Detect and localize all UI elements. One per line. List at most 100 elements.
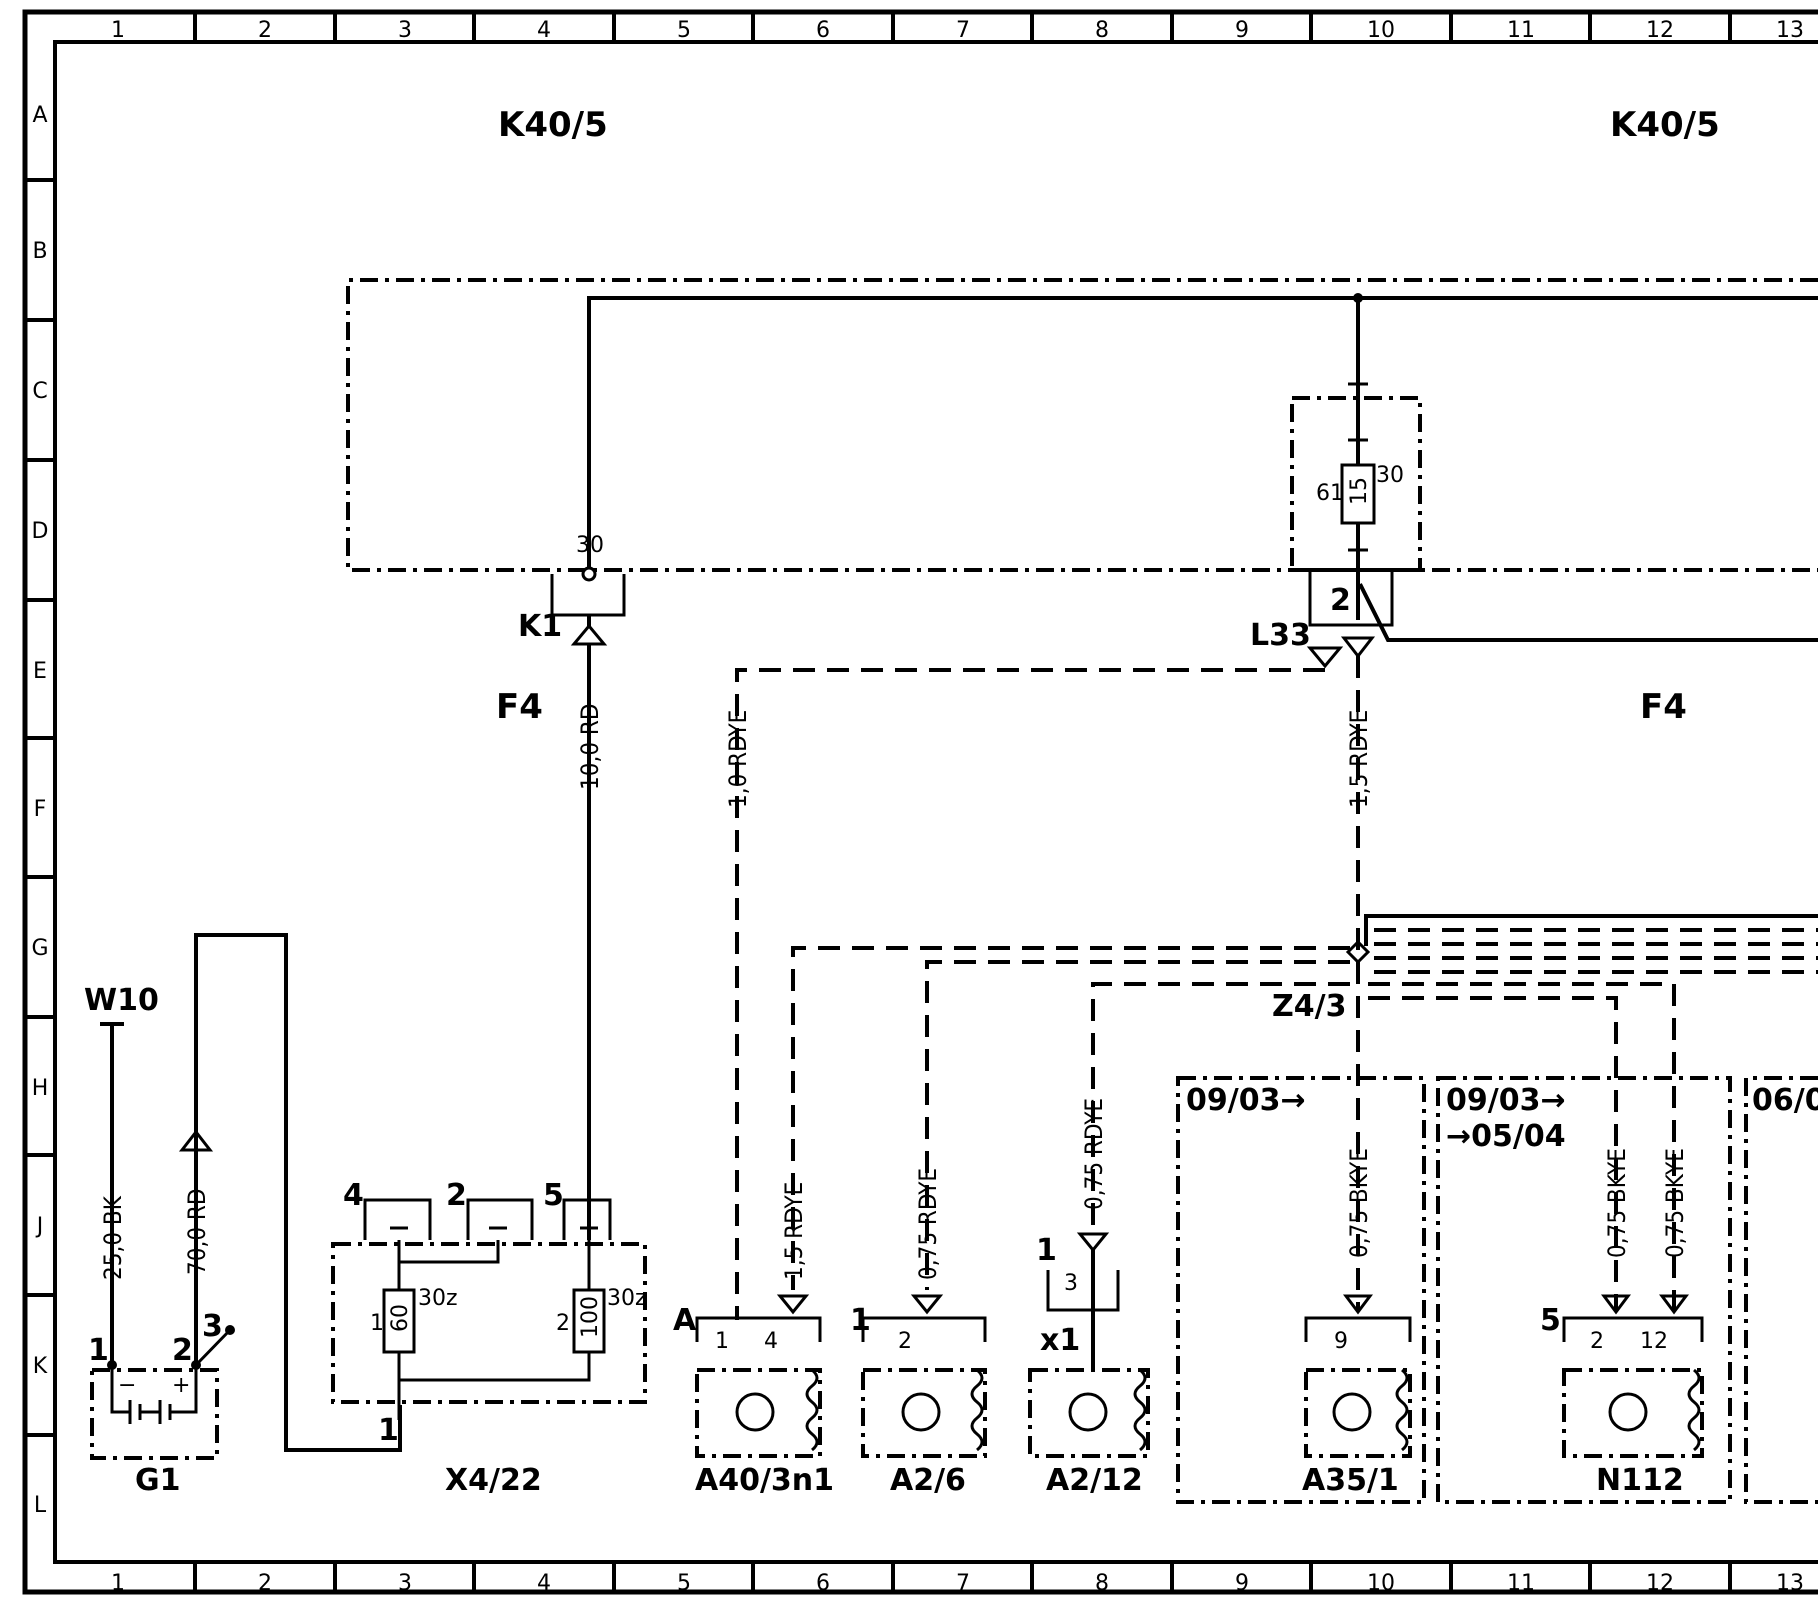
col-label: 1: [111, 18, 125, 43]
a26-connector: [861, 1316, 987, 1342]
f4-label-left: F4: [496, 687, 543, 727]
a40-connector: [695, 1316, 822, 1342]
w10-label: W10: [84, 983, 159, 1018]
col-label: 4: [537, 1571, 551, 1596]
fuse-15-label: 15: [1347, 477, 1372, 505]
a40-pin-1: 1: [715, 1329, 729, 1354]
third-date-enclosure: [1744, 1076, 1818, 1504]
wire-25bk-label: 25,0 BK: [99, 1195, 127, 1280]
a26-plug-icon: [910, 1294, 944, 1315]
a35-date-enclosure: [1176, 1076, 1426, 1504]
col-label: 11: [1507, 18, 1535, 43]
row-label: A: [32, 103, 47, 128]
a26-transistor-icon: [901, 1392, 941, 1432]
wire-1-0-rdye: [735, 668, 1325, 1320]
x4-pin-4: 4: [343, 1178, 364, 1213]
wire-1-5-rdye-top-label: 1,5 RDYE: [1345, 710, 1373, 808]
a40-coil-icon: [805, 1368, 819, 1452]
row-label: L: [34, 1493, 47, 1518]
date-0903-a35: 09/03→: [1186, 1083, 1306, 1118]
n112-coil-icon: [1687, 1368, 1701, 1452]
z4-3-label: Z4/3: [1272, 989, 1346, 1024]
a212-coil-icon: [1133, 1368, 1147, 1452]
a26-pin-1: 1: [850, 1303, 871, 1338]
x4-pin-2: 2: [446, 1178, 467, 1213]
fuse-plug-icon: [1340, 636, 1376, 659]
a35-coil-icon: [1395, 1368, 1409, 1452]
pin-30-terminal: [581, 566, 597, 582]
col-label: 8: [1095, 18, 1109, 43]
col-label: 10: [1367, 1571, 1395, 1596]
wire-075-bkye-a35-label: 0,75 BKYE: [1345, 1148, 1373, 1258]
a26-coil-icon: [970, 1368, 984, 1452]
a212-enclosure: [1028, 1368, 1150, 1458]
a35-transistor-icon: [1332, 1392, 1372, 1432]
x4-pin-30z-2: 30z: [607, 1286, 647, 1311]
col-label: 10: [1367, 18, 1395, 43]
wire-075-bkye-n1-label: 0,75 BKYE: [1603, 1148, 1631, 1258]
pin-30b-label: 30: [1376, 463, 1404, 488]
wire-1-0-rdye-label: 1,0 RDYE: [724, 710, 752, 808]
wire-10rd-label: 10,0 RD: [576, 703, 604, 790]
row-label: D: [32, 519, 49, 544]
wire-075-rdye-a26-label: 0,75 RDYE: [914, 1168, 942, 1280]
a2-6-label: A2/6: [890, 1463, 966, 1498]
row-label: K: [33, 1354, 48, 1379]
splice-wire-a212: [1091, 982, 1350, 1234]
k40-5-label-right: K40/5: [1610, 105, 1720, 145]
row-label: E: [33, 659, 47, 684]
x4-22-connectors: [363, 1198, 612, 1240]
a26-pin-2: 2: [898, 1329, 912, 1354]
grid-rows: [25, 178, 55, 1437]
pin-61-label: 61: [1316, 481, 1344, 506]
g1-terminal-3: [225, 1325, 235, 1335]
a40-pin-4: 4: [764, 1329, 778, 1354]
splice-bus-right-2: [1374, 928, 1818, 974]
k40-5-enclosure: [346, 278, 1818, 572]
row-label: B: [32, 239, 47, 264]
x4-pin-100: 100: [578, 1296, 603, 1338]
top-bus-wire: [587, 296, 1818, 570]
splice-bus-right: [1364, 914, 1818, 946]
l33-label: L33: [1250, 618, 1311, 653]
col-label: 5: [677, 18, 691, 43]
n112-transistor-icon: [1608, 1392, 1648, 1432]
grid-column-labels-top: 1 2 3 4 5 6 7 8 9 10 11 12 13: [111, 18, 1804, 43]
col-label: 9: [1235, 1571, 1249, 1596]
col-label: 2: [258, 1571, 272, 1596]
date-0903-n112: 09/03→: [1446, 1083, 1566, 1118]
wire-075-rdye-a212-label: 0,75 RDYE: [1080, 1098, 1108, 1210]
col-label: 9: [1235, 18, 1249, 43]
x4-22-fuse-60: [382, 1288, 416, 1354]
inner-frame: [53, 40, 1818, 1564]
col-label: 3: [398, 18, 412, 43]
g1-terminal-1: [107, 1360, 117, 1370]
x4-pin-2b: 2: [556, 1311, 570, 1336]
col-label: 5: [677, 1571, 691, 1596]
col-label: 6: [816, 18, 830, 43]
x4-pin-30z-1: 30z: [418, 1286, 458, 1311]
k40-5-label-left: K40/5: [498, 105, 608, 145]
fuse-connector-bottom: [1308, 572, 1394, 627]
col-label: 6: [816, 1571, 830, 1596]
row-label: G: [31, 936, 48, 961]
x4-pin-60: 60: [388, 1304, 413, 1332]
x4-pin-5: 5: [543, 1178, 564, 1213]
splice-wire-n112a: [1368, 996, 1618, 1310]
col-label: 7: [956, 1571, 970, 1596]
wire-075-bkye-n2-label: 0,75 BKYE: [1661, 1148, 1689, 1258]
a212-plug-icon: [1076, 1232, 1110, 1253]
a40-plug-icon: [776, 1294, 810, 1315]
col-label: 2: [258, 18, 272, 43]
a40-3n1-label: A40/3n1: [695, 1463, 834, 1498]
col-label: 13: [1776, 18, 1804, 43]
a212-pin-1: 1: [1036, 1233, 1057, 1268]
col-label: 12: [1646, 1571, 1674, 1596]
row-label: J: [35, 1214, 44, 1239]
x1-label: x1: [1040, 1323, 1080, 1358]
a40-pin-A: A: [673, 1303, 697, 1338]
a40-transistor-icon: [735, 1392, 775, 1432]
date-0504-n112: →05/04: [1446, 1119, 1566, 1154]
wire-70rd-loop: [194, 933, 402, 1452]
